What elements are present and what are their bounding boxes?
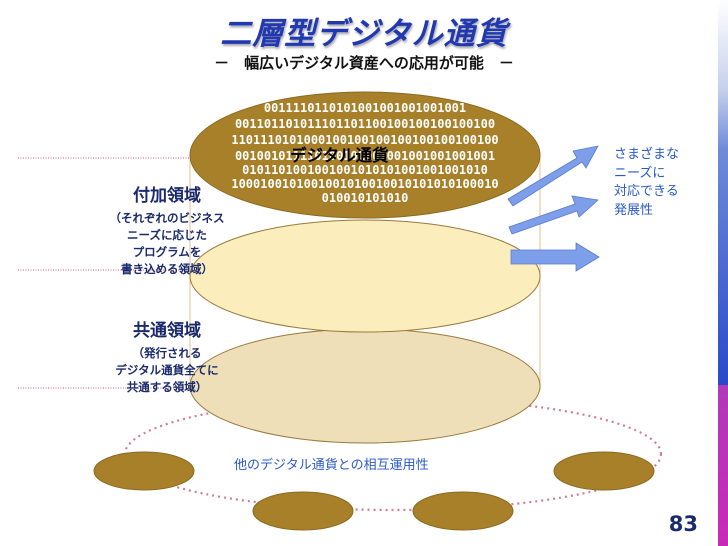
common-layer-desc-1: （発行される bbox=[132, 346, 202, 360]
currency-node-bottom-right bbox=[412, 491, 514, 531]
add-on-layer-label: 付加領域 （それぞれのビジネス ニーズに応じた プログラムを 書き込める領域） bbox=[92, 181, 242, 278]
binary-line-2: 001101101011101101100100100100100100 bbox=[235, 117, 495, 131]
side-stripe-top bbox=[718, 0, 728, 150]
add-on-layer-desc-2: ニーズに応じた bbox=[127, 228, 207, 242]
currency-node-left bbox=[93, 451, 195, 491]
common-layer-ellipse bbox=[189, 328, 541, 444]
digital-currency-cap bbox=[189, 91, 541, 219]
add-on-layer-desc-3: プログラムを bbox=[132, 245, 202, 259]
binary-line-5: 0101101001001001010101001001001010 bbox=[242, 163, 488, 177]
side-stripe-middle bbox=[718, 150, 728, 385]
common-layer-heading: 共通領域 bbox=[133, 321, 201, 341]
side-stripe-bottom bbox=[718, 385, 728, 546]
extensibility-note-line-1: さまざまな bbox=[614, 147, 680, 162]
binary-line-1: 0011110110101001001001001001 bbox=[264, 101, 466, 115]
currency-node-bottom-left bbox=[252, 491, 354, 531]
add-on-layer-ellipse bbox=[189, 219, 541, 333]
common-layer-desc-2: デジタル通貨全てに bbox=[115, 363, 219, 377]
extensibility-note-line-4: 発展性 bbox=[614, 202, 654, 218]
add-on-layer-desc-1: （それぞれのビジネス bbox=[109, 211, 225, 225]
interoperability-label: 他のデジタル通貨との相互運用性 bbox=[234, 458, 429, 473]
binary-line-3: 1101110101000100100100100100100100100 bbox=[231, 133, 498, 147]
arrow-up-icon bbox=[507, 145, 599, 207]
slide-subtitle: － 幅広いデジタル資産への応用が可能 － bbox=[214, 54, 514, 72]
page-number: 83 bbox=[668, 512, 698, 536]
extensibility-note-line-2: ニーズに bbox=[614, 165, 666, 181]
arrow-diagonal-icon bbox=[508, 195, 599, 235]
add-on-layer-heading: 付加領域 bbox=[133, 186, 201, 206]
extensibility-note-line-3: 対応できる bbox=[614, 184, 679, 199]
currency-node-right bbox=[553, 451, 655, 491]
common-layer-label: 共通領域 （発行される デジタル通貨全てに 共通する領域） bbox=[92, 316, 242, 396]
add-on-layer-desc-4: 書き込める領域） bbox=[121, 262, 213, 276]
binary-line-4: 001001011110100101001001001001001001 bbox=[235, 149, 495, 163]
arrow-right-icon bbox=[510, 242, 600, 272]
common-layer-desc-3: 共通する領域） bbox=[126, 380, 208, 394]
binary-line-7: 010010101010 bbox=[322, 191, 409, 205]
extensibility-note: さまざまな ニーズに 対応できる 発展性 bbox=[614, 146, 679, 220]
slide-title: 二層型デジタル通貨 bbox=[220, 16, 508, 52]
digital-currency-label: デジタル通貨 bbox=[290, 146, 389, 165]
binary-line-6: 1000100101001001010010010101010100010 bbox=[231, 177, 498, 191]
